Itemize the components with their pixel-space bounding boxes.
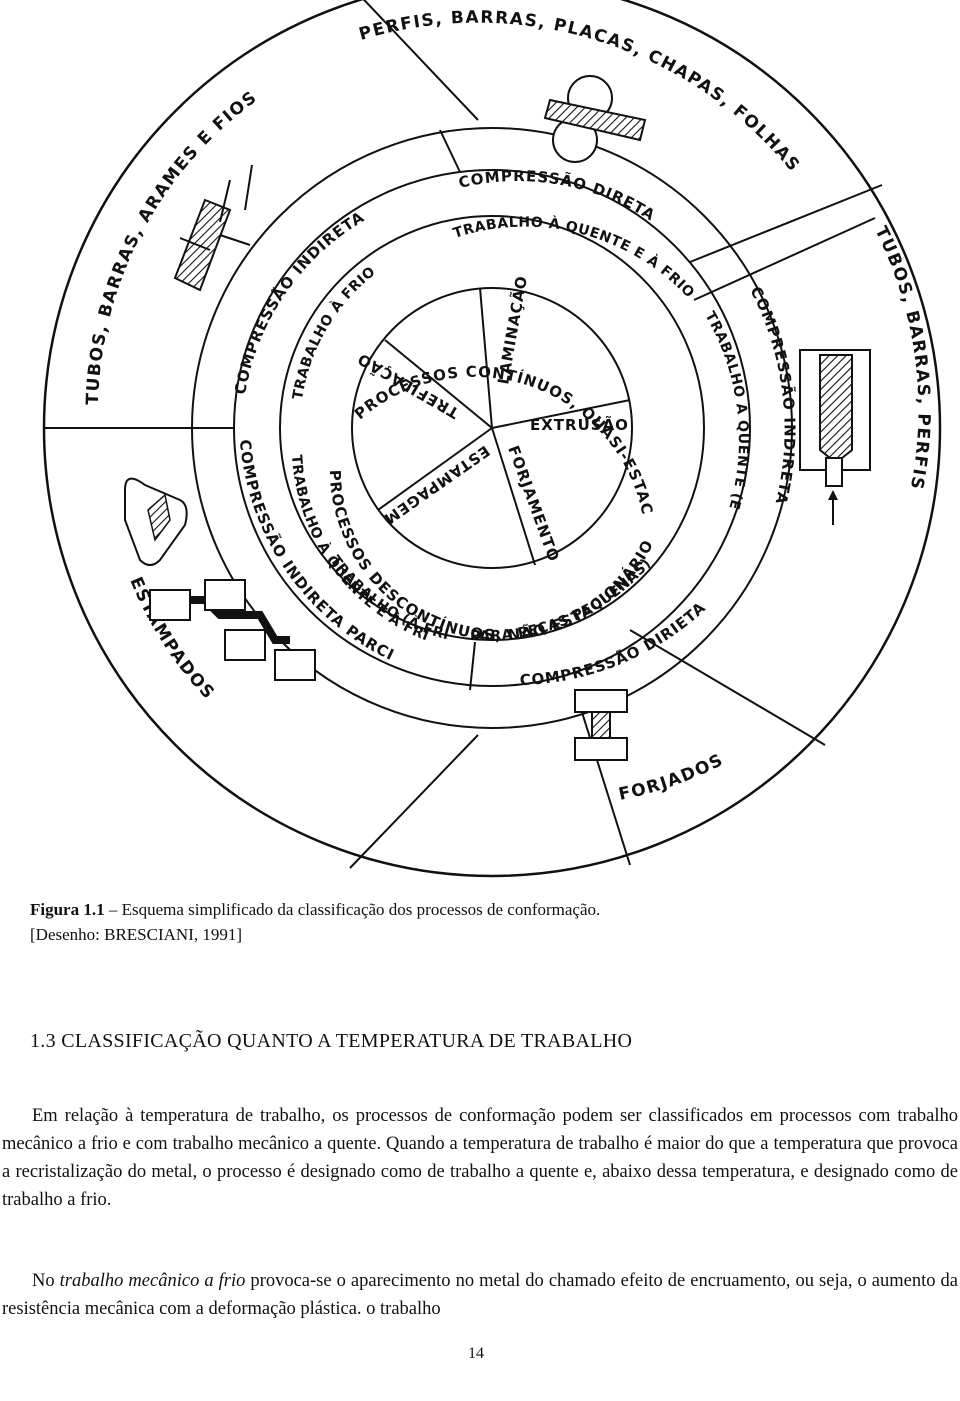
paragraph-2-start: No	[32, 1271, 60, 1291]
ring3-label-bottom-left: TRABALHO À QUENTE E À FRIO EM CHAPAS FIN…	[30, 0, 431, 644]
forging-illustration	[574, 689, 628, 761]
page-number: 14	[468, 1345, 484, 1362]
center-circle	[351, 287, 633, 569]
paragraph-2-rest: provoca-se o aparecimento no metal do ch…	[2, 1271, 958, 1319]
classification-figure: PERFIS, BARRAS, PLACAS, CHAPAS, FOLHAS T…	[30, 0, 950, 880]
caption-text: – Esquema simplificado da classificação …	[104, 900, 601, 919]
caption-source: [Desenho: BRESCIANI, 1991]	[30, 925, 243, 944]
drawing-illustration	[173, 164, 253, 292]
ring-4	[279, 215, 705, 641]
rolling-illustration	[543, 75, 647, 163]
center-label-laminacao: LAMINAÇÃO	[493, 274, 531, 386]
center-label-forjamento: FORJAMENTO	[504, 443, 563, 564]
classification-diagram: PERFIS, BARRAS, PLACAS, CHAPAS, FOLHAS T…	[30, 0, 942, 878]
figure-caption: Figura 1.1 – Esquema simplificado da cla…	[30, 897, 600, 947]
outer-label-top-left: TUBOS, BARRAS, ARAMES E FIOS	[83, 87, 261, 405]
caption-label: Figura 1.1	[30, 900, 105, 919]
paragraph-1: Em relação à temperatura de trabalho, os…	[0, 1102, 960, 1214]
ring2-label-right: COMPRESSÃO INDIRETA	[746, 284, 798, 507]
ring2-label-bottom-right: COMPRESSÃO DIRIETA	[519, 598, 709, 689]
paragraph-1-text: Em relação à temperatura de trabalho, os…	[2, 1106, 958, 1210]
section-title: 1.3 CLASSIFICAÇÃO QUANTO A TEMPERATURA D…	[30, 1030, 633, 1052]
center-label-extrusao: EXTRUSÃO	[530, 415, 629, 434]
outer-label-bottom-right: FORJADOS	[617, 750, 727, 805]
paragraph-2-emphasis: trabalho mecânico a frio	[59, 1271, 246, 1291]
center-label-estampagem: ESTAMPAGEM	[380, 442, 493, 529]
paragraph-2: No trabalho mecânico a frio provoca-se o…	[0, 1267, 960, 1323]
outer-label-right: TUBOS, BARRAS, PERFIS	[871, 223, 934, 492]
stamping-illustration	[124, 477, 316, 681]
extrusion-illustration	[799, 349, 871, 525]
sector-dividers	[43, 0, 883, 869]
